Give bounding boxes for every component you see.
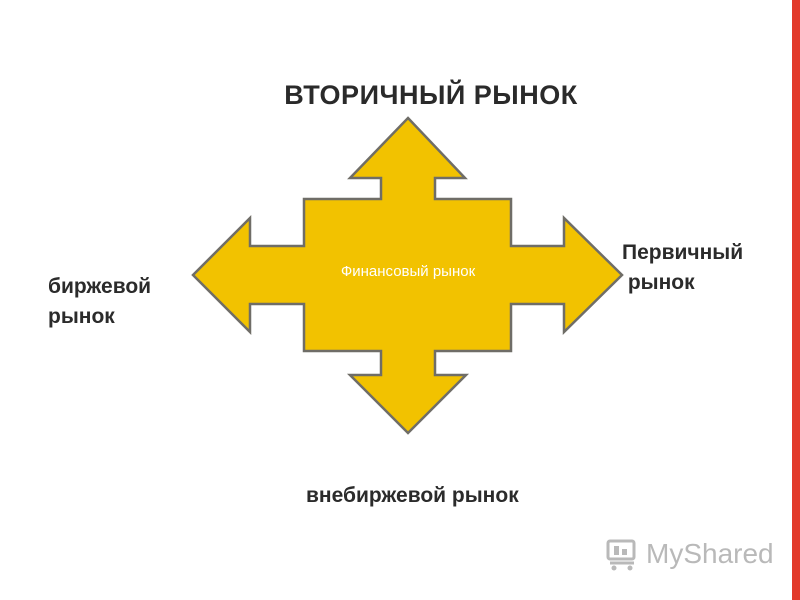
right-label: Первичный рынок — [622, 238, 743, 298]
center-label: Финансовый рынок — [340, 263, 476, 280]
cart-icon — [606, 539, 636, 571]
accent-bar — [792, 0, 800, 600]
watermark-text: MyShared — [646, 538, 774, 569]
left-label-line-1: биржевой — [48, 275, 152, 298]
right-label-line-1: Первичный — [622, 241, 744, 264]
page-title: ВТОРИЧНЫЙ РЫНОК — [284, 80, 578, 110]
four-way-arrow-shape — [191, 116, 624, 435]
bottom-label: внебиржевой рынок — [306, 484, 519, 507]
left-label: биржевой рынок — [48, 272, 151, 332]
watermark[interactable]: MyShared — [606, 534, 774, 574]
right-label-line-2: рынок — [622, 271, 695, 294]
left-label-line-2: рынок — [48, 305, 115, 328]
